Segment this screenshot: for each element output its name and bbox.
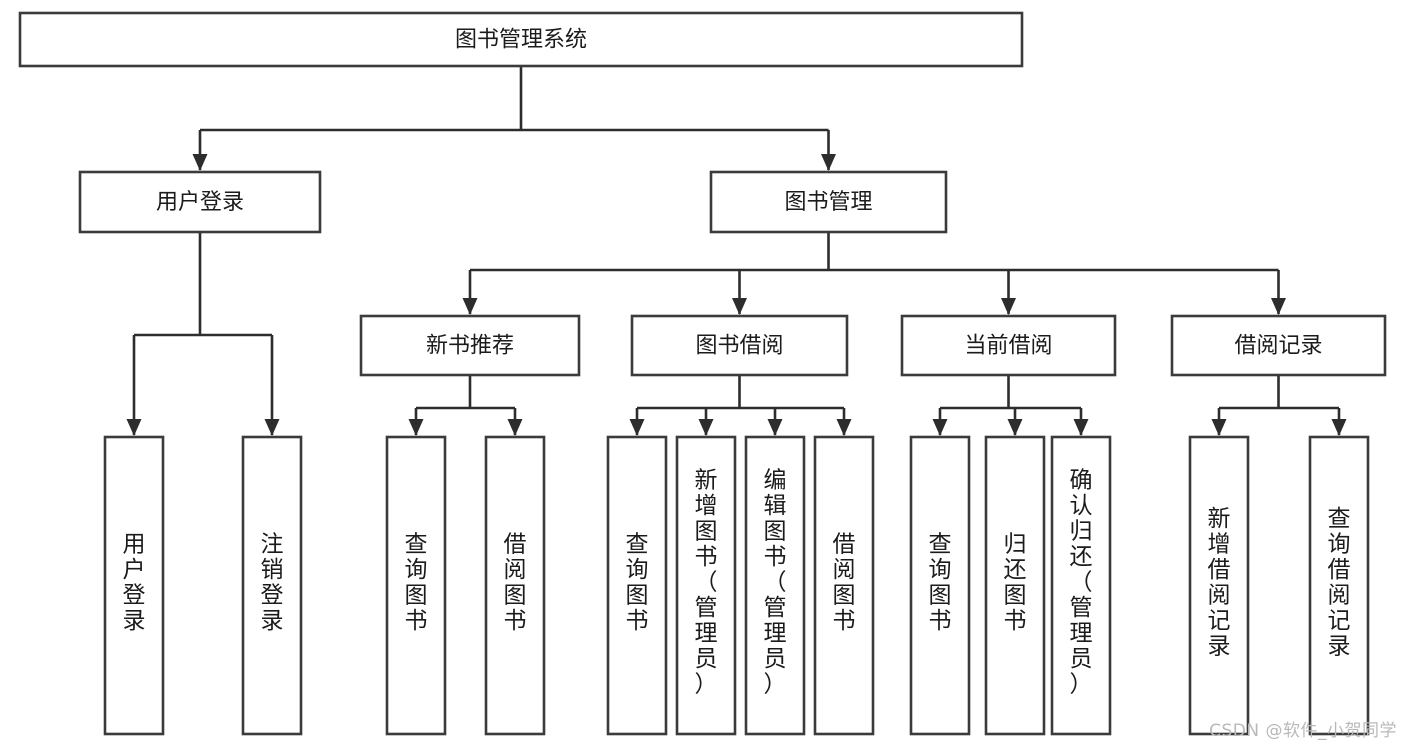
node-book-borrow[interactable]: 图书借阅 (630, 314, 849, 377)
node-leaf-return-book-label: 归还图书 (1004, 531, 1027, 634)
arrow-head-icon (1001, 298, 1016, 315)
node-leaf-borrow-book-1-label: 借阅图书 (504, 531, 527, 634)
arrow-head-icon (767, 419, 783, 436)
connector-group-root (192, 66, 836, 171)
node-leaf-user-login[interactable]: 用户登录 (103, 435, 165, 736)
node-book-borrow-label: 图书借阅 (695, 334, 783, 359)
arrow-head-icon (408, 419, 424, 436)
node-book-manage[interactable]: 图书管理 (709, 170, 948, 234)
node-root[interactable]: 图书管理系统 (18, 11, 1024, 68)
connector-group-book-manage (462, 232, 1286, 315)
node-new-book-recommend[interactable]: 新书推荐 (359, 314, 581, 377)
node-new-book-recommend-label: 新书推荐 (426, 334, 514, 359)
arrow-head-icon (1211, 419, 1227, 436)
arrow-head-icon (1007, 419, 1023, 436)
connector-group-new-book-recommend (408, 375, 523, 436)
connector-group-current-borrow (932, 375, 1089, 436)
node-leaf-user-logout[interactable]: 注销登录 (241, 435, 303, 736)
node-borrow-record[interactable]: 借阅记录 (1170, 314, 1387, 377)
arrow-head-icon (1073, 419, 1089, 436)
connector-group-borrow-record (1211, 375, 1347, 436)
node-leaf-borrow-book-2[interactable]: 借阅图书 (813, 435, 875, 736)
node-leaf-add-record-label: 新增借阅记录 (1208, 506, 1231, 660)
node-leaf-user-logout-label: 注销登录 (261, 531, 284, 634)
node-leaf-add-record[interactable]: 新增借阅记录 (1188, 435, 1250, 736)
node-leaf-add-book-label: 新增图书（管理员） (695, 468, 718, 698)
arrow-head-icon (192, 154, 208, 171)
node-leaf-borrow-book-1[interactable]: 借阅图书 (484, 435, 546, 736)
node-leaf-add-book[interactable]: 新增图书（管理员） (675, 435, 737, 736)
arrow-head-icon (836, 419, 852, 436)
node-book-manage-label: 图书管理 (784, 190, 872, 215)
connector-group-book-borrow (629, 375, 852, 436)
connector-group-user-login (126, 232, 280, 436)
node-current-borrow-label: 当前借阅 (964, 334, 1052, 359)
arrow-head-icon (126, 419, 142, 436)
arrow-head-icon (264, 419, 280, 436)
csdn-watermark: CSDN @软件_小贺同学 (1209, 721, 1397, 741)
node-leaf-confirm-return[interactable]: 确认归还（管理员） (1050, 435, 1112, 736)
node-leaf-edit-book-label: 编辑图书（管理员） (764, 468, 787, 698)
node-leaf-query-record[interactable]: 查询借阅记录 (1308, 435, 1370, 736)
node-leaf-query-book-2-label: 查询图书 (626, 531, 649, 634)
node-leaf-query-book-1-label: 查询图书 (405, 531, 428, 634)
node-leaf-query-book-2[interactable]: 查询图书 (606, 435, 668, 736)
arrow-head-icon (821, 154, 836, 171)
arrow-head-icon (629, 419, 645, 436)
node-leaf-borrow-book-2-label: 借阅图书 (833, 531, 856, 634)
node-leaf-return-book[interactable]: 归还图书 (984, 435, 1046, 736)
arrow-head-icon (1271, 298, 1286, 315)
arrow-head-icon (932, 419, 948, 436)
node-leaf-user-login-label: 用户登录 (123, 531, 146, 634)
node-leaf-query-book-1[interactable]: 查询图书 (385, 435, 447, 736)
node-leaf-query-book-3-label: 查询图书 (929, 531, 952, 634)
node-leaf-query-record-label: 查询借阅记录 (1328, 506, 1351, 660)
arrow-head-icon (698, 419, 714, 436)
connectors-layer (126, 66, 1347, 436)
arrow-head-icon (507, 419, 523, 436)
node-root-label: 图书管理系统 (455, 28, 587, 53)
node-borrow-record-label: 借阅记录 (1234, 334, 1322, 359)
node-leaf-confirm-return-label: 确认归还（管理员） (1070, 468, 1093, 698)
arrow-head-icon (462, 298, 478, 315)
node-leaf-edit-book[interactable]: 编辑图书（管理员） (744, 435, 806, 736)
arrow-head-icon (732, 298, 747, 315)
node-current-borrow[interactable]: 当前借阅 (900, 314, 1117, 377)
node-user-login[interactable]: 用户登录 (78, 170, 322, 234)
nodes-layer: 图书管理系统用户登录图书管理新书推荐图书借阅当前借阅借阅记录用户登录注销登录查询… (18, 11, 1387, 736)
node-user-login-label: 用户登录 (156, 190, 244, 215)
arrow-head-icon (1331, 419, 1347, 436)
node-leaf-query-book-3[interactable]: 查询图书 (909, 435, 971, 736)
